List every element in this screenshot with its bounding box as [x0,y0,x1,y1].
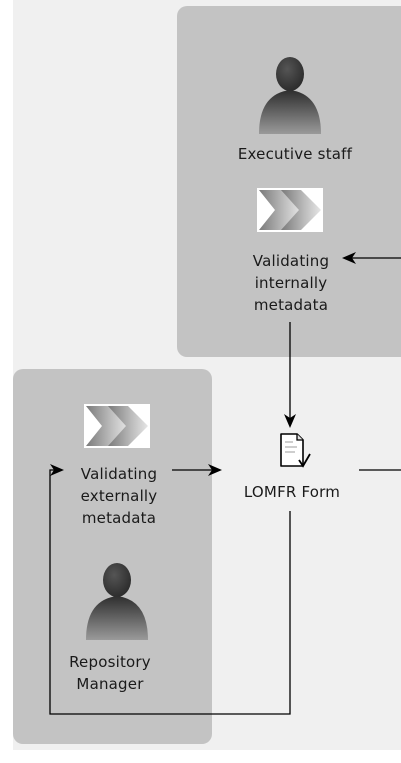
task-label-line: Validating [252,252,330,270]
person-icon [84,562,150,640]
task-label-line: metadata [81,509,157,527]
task-label-validating-externally: Validating externally metadata [54,463,184,529]
role-label-line: Repository [69,653,151,671]
task-label-validating-internally: Validating internally metadata [226,250,356,316]
task-label-line: externally [80,487,158,505]
task-label-line: internally [254,274,328,292]
document-icon [277,432,311,470]
artifact-label-lomfr-form: LOMFR Form [243,483,341,501]
role-label-repository-manager: Repository Manager [45,651,175,695]
chevron-step-icon [84,404,150,448]
chevron-step-icon [257,188,323,232]
task-label-line: Validating [80,465,158,483]
task-label-line: metadata [253,296,329,314]
role-label-line: Manager [76,675,144,693]
person-icon [257,56,323,134]
role-label-executive-staff: Executive staff [237,145,353,163]
